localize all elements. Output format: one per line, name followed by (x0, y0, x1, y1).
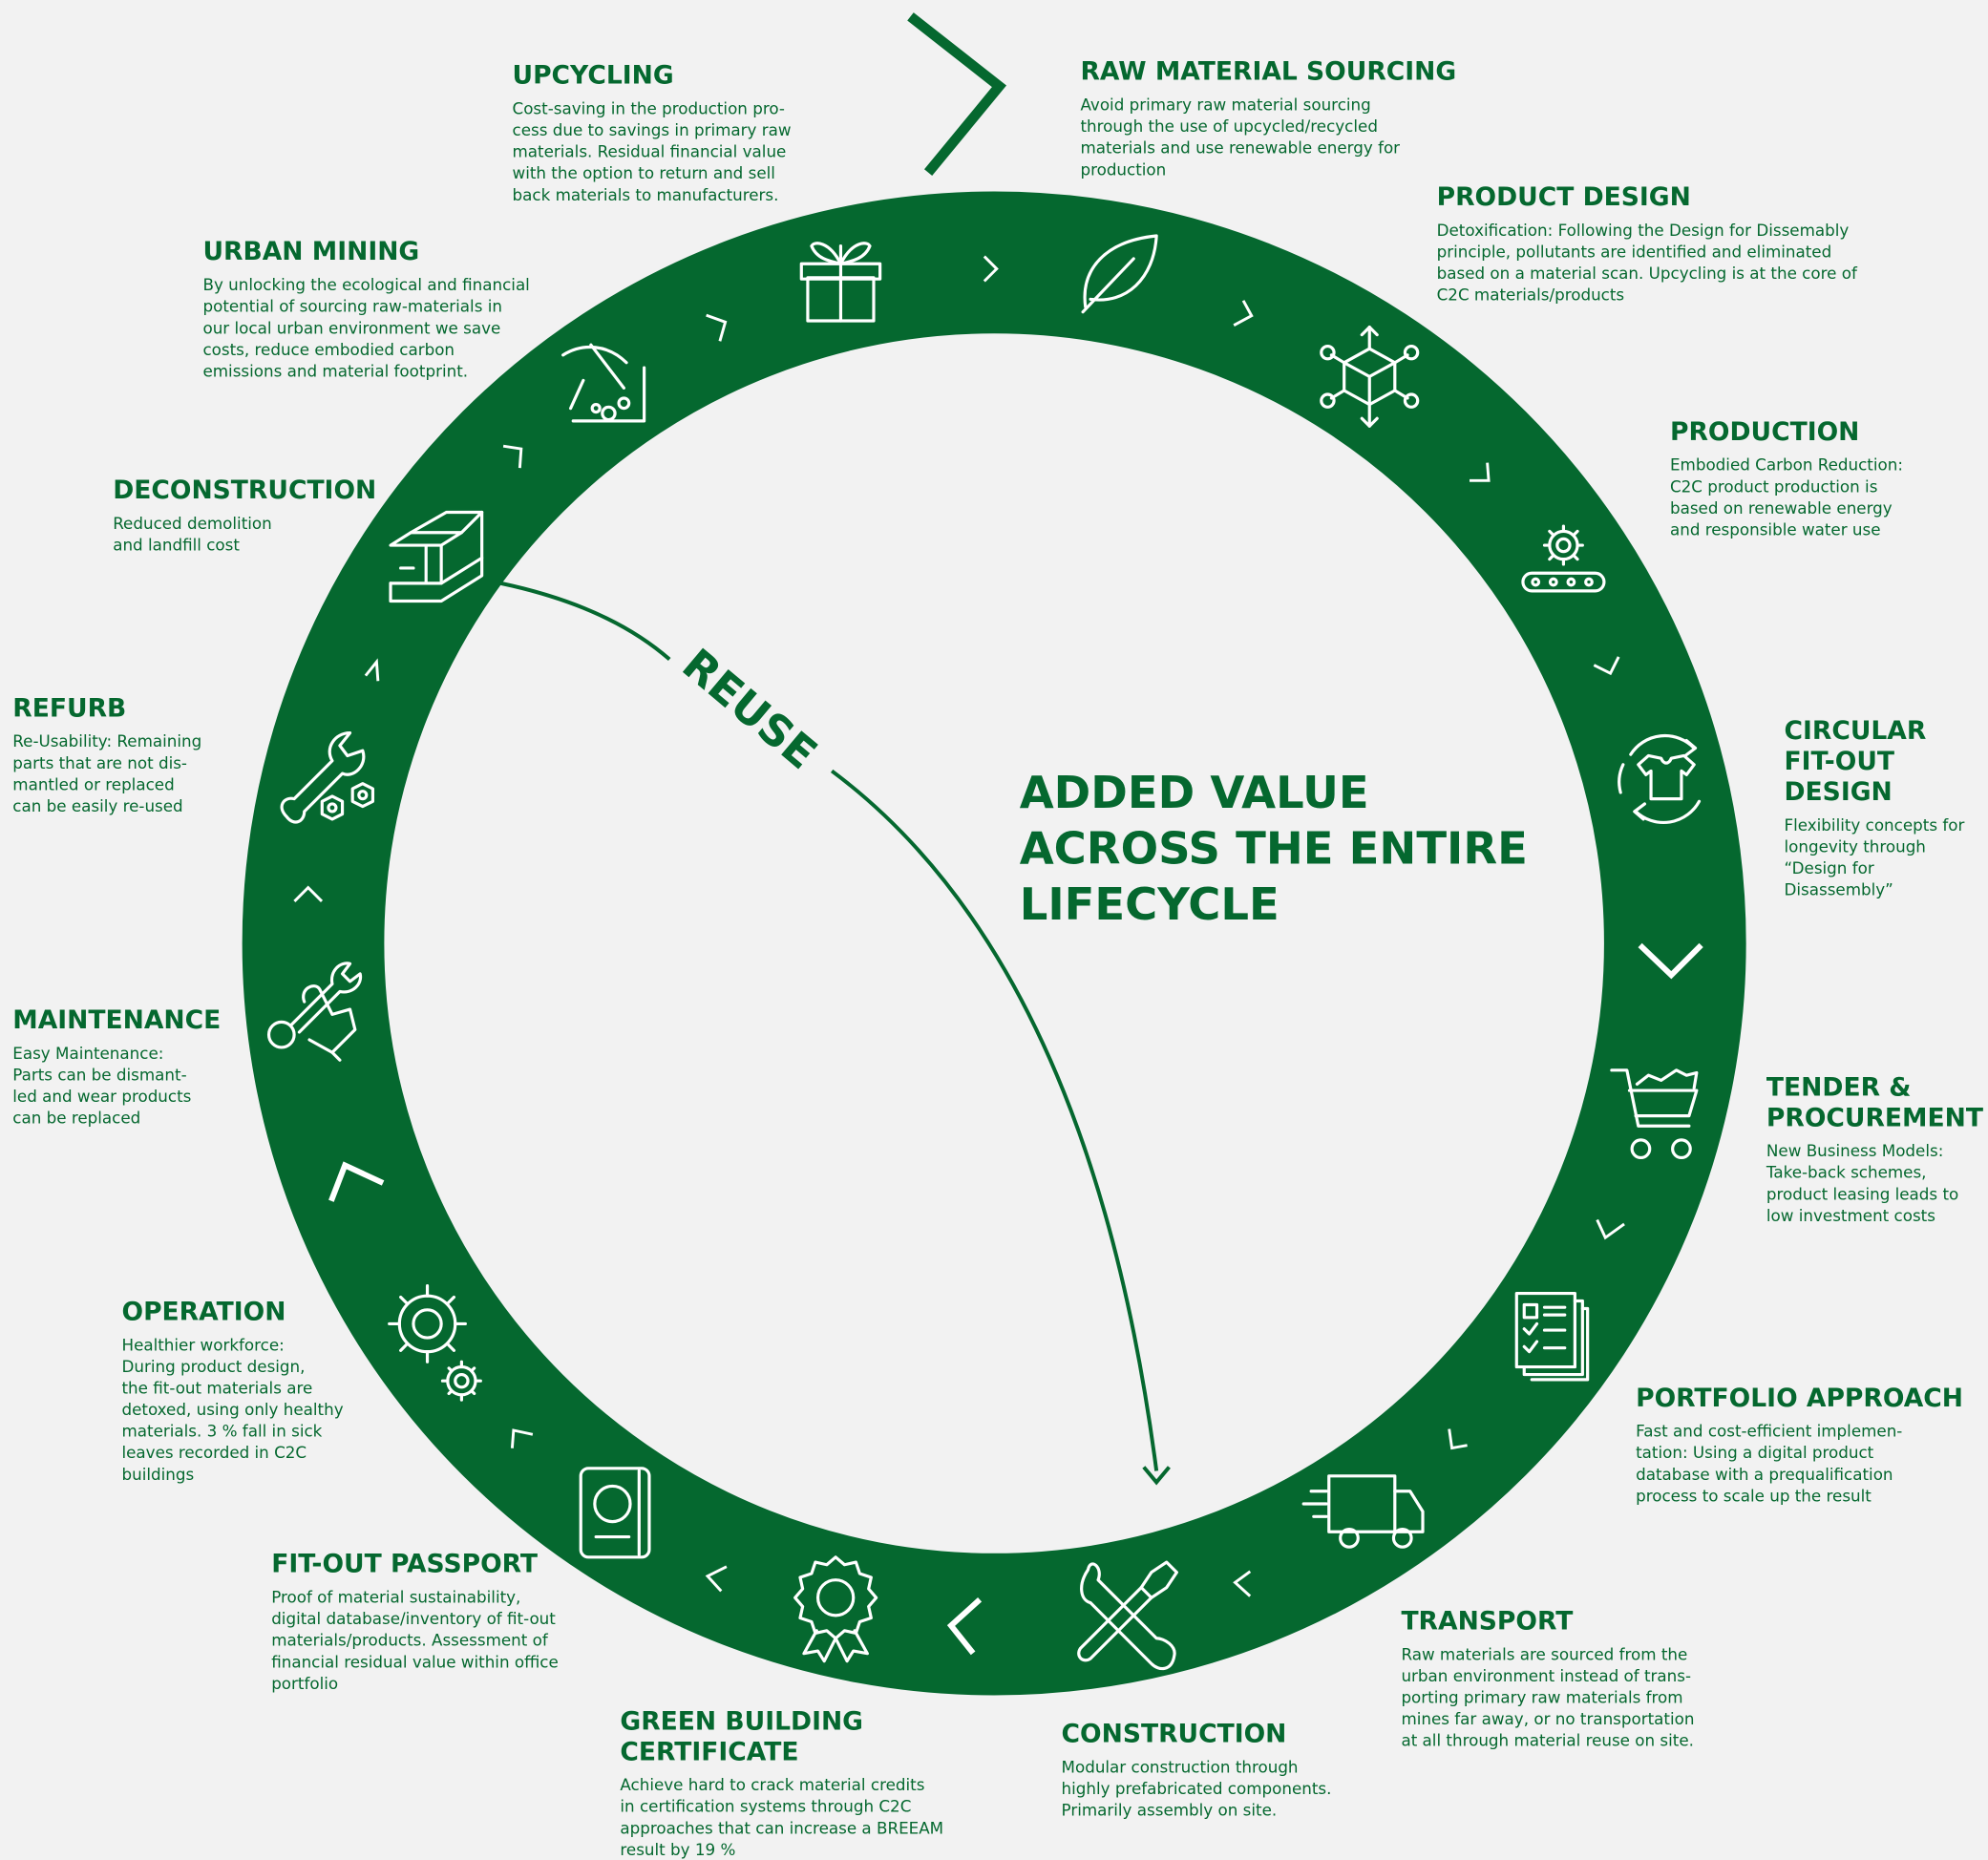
lifecycle-ring (242, 191, 1746, 1696)
stage-maintenance: MAINTENANCE Easy Maintenance: Parts can … (12, 1004, 241, 1129)
stage-tender-procurement: TENDER & PROCUREMENT New Business Models… (1766, 1071, 1983, 1226)
stage-production: PRODUCTION Embodied Carbon Reduction: C2… (1670, 416, 1975, 540)
stage-product-design: PRODUCT DESIGN Detoxification: Following… (1437, 181, 1919, 306)
stage-title: TRANSPORT (1401, 1605, 1574, 1637)
stage-description: Reduced demolition and landfill cost (113, 513, 272, 555)
stage-description: New Business Models: Take-back schemes, … (1766, 1141, 1959, 1225)
stage-description: Fast and cost-efficient implemen- tation… (1636, 1421, 1903, 1506)
stage-raw-material-sourcing: RAW MATERIAL SOURCING Avoid primary raw … (1080, 55, 1460, 180)
stage-title: PRODUCTION (1669, 415, 1860, 447)
reuse-arrow-line (500, 581, 671, 662)
stage-operation: OPERATION Healthier workforce: During pr… (121, 1296, 375, 1485)
stage-construction: CONSTRUCTION Modular construction throug… (1062, 1718, 1391, 1821)
stage-title: UPCYCLING (512, 59, 674, 91)
pickaxe-icon (561, 343, 646, 423)
stage-portfolio-approach: PORTFOLIO APPROACH Fast and cost-efficie… (1636, 1383, 1978, 1507)
stage-title: CIRCULAR FIT-OUT DESIGN (1784, 714, 1927, 807)
wrench-screwdriver-icon (1077, 1560, 1178, 1671)
stage-title: OPERATION (121, 1296, 286, 1327)
start-arrow-icon (907, 12, 1007, 176)
reuse-arrow-line-2 (830, 769, 1159, 1471)
cube-network-icon (1320, 326, 1420, 428)
center-title: ADDED VALUE ACROSS THE ENTIRE LIFECYCLE (1019, 768, 1528, 931)
stage-description: Proof of material sustainability, digita… (271, 1587, 559, 1693)
steel-beam-icon (389, 510, 484, 603)
stage-deconstruction: DECONSTRUCTION Reduced demolition and la… (113, 475, 391, 556)
delivery-truck-icon (1301, 1474, 1425, 1549)
reuse-label: REUSE (673, 639, 827, 779)
ring-chevrons-large (328, 942, 1703, 1656)
stage-title: TENDER & PROCUREMENT (1766, 1071, 1983, 1132)
stage-description: Healthier workforce: During product desi… (121, 1335, 344, 1484)
gears-icon (388, 1283, 482, 1402)
stage-refurb: REFURB Re-Usability: Remaining parts tha… (12, 692, 241, 816)
stage-title: CONSTRUCTION (1061, 1718, 1287, 1749)
stage-description: Cost-saving in the production pro- cess … (512, 98, 792, 204)
stage-title: GREEN BUILDING CERTIFICATE (620, 1705, 863, 1766)
stage-green-building-certificate: GREEN BUILDING CERTIFICATE Achieve hard … (620, 1705, 1000, 1860)
stage-description: By unlocking the ecological and financia… (202, 275, 530, 381)
plant-box-icon (799, 242, 882, 323)
stage-description: Achieve hard to crack material credits i… (620, 1775, 944, 1859)
stage-title: PRODUCT DESIGN (1436, 180, 1691, 212)
stage-upcycling: UPCYCLING Cost-saving in the production … (513, 59, 842, 205)
stage-transport: TRANSPORT Raw materials are sourced from… (1401, 1605, 1756, 1751)
stage-description: Embodied Carbon Reduction: C2C product p… (1669, 454, 1903, 539)
leaf-icon (1081, 234, 1158, 314)
conveyor-gear-icon (1521, 524, 1606, 593)
stage-title: FIT-OUT PASSPORT (271, 1548, 539, 1579)
stage-title: RAW MATERIAL SOURCING (1080, 55, 1457, 87)
stage-description: Detoxification: Following the Design for… (1436, 221, 1857, 305)
hand-wrench-icon (266, 962, 363, 1062)
stage-description: Avoid primary raw material sourcing thro… (1080, 95, 1401, 180)
stage-title: DECONSTRUCTION (113, 474, 377, 505)
shopping-cart-icon (1610, 1068, 1699, 1160)
stage-circular-fitout-design: CIRCULAR FIT-OUT DESIGN Flexibility conc… (1784, 715, 1986, 900)
wrench-nuts-icon (280, 730, 375, 824)
stage-title: URBAN MINING (202, 236, 420, 266)
passport-icon (579, 1467, 651, 1559)
stage-fitout-passport: FIT-OUT PASSPORT Proof of material susta… (271, 1548, 626, 1694)
reuse-arrowhead-icon (1142, 1466, 1171, 1486)
stage-title: MAINTENANCE (12, 1004, 222, 1035)
stage-description: Easy Maintenance: Parts can be dismant- … (12, 1043, 192, 1128)
award-badge-icon (793, 1555, 878, 1663)
stage-title: REFURB (12, 692, 127, 723)
stage-description: Flexibility concepts for longevity throu… (1784, 814, 1965, 899)
stage-description: Re-Usability: Remaining parts that are n… (12, 731, 202, 815)
checklist-documents-icon (1514, 1291, 1590, 1382)
stage-urban-mining: URBAN MINING By unlocking the ecological… (202, 236, 582, 382)
stage-description: Raw materials are sourced from the urban… (1401, 1644, 1695, 1750)
recycle-shirt-icon (1618, 733, 1702, 825)
stage-description: Modular construction through highly pref… (1061, 1757, 1332, 1820)
ring-chevrons (293, 255, 1625, 1597)
stage-title: PORTFOLIO APPROACH (1636, 1382, 1963, 1413)
